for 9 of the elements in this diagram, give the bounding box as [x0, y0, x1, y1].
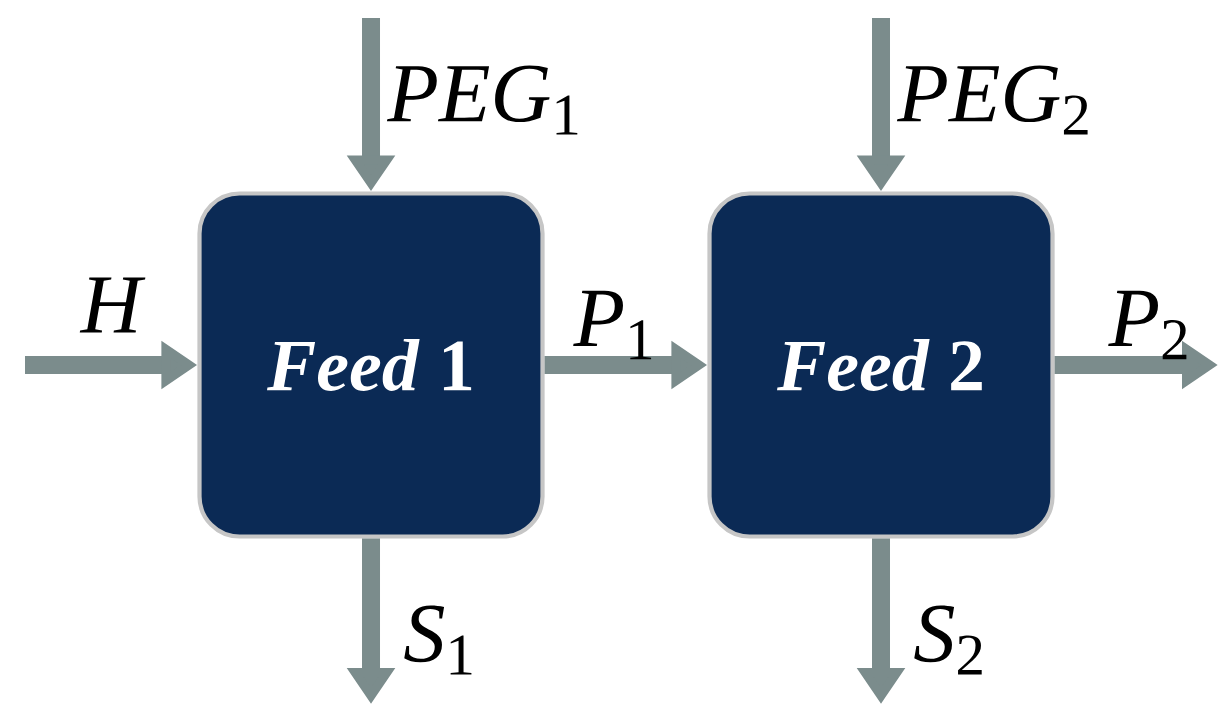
edge-label: S$_{1}$ [404, 605, 472, 675]
edge-label: P$_{1}$ [573, 290, 652, 360]
edge-label: S$_{2}$ [914, 605, 982, 675]
edge-label: PEG$_{1}$ [386, 65, 578, 135]
process-box: Feed 1 [197, 191, 545, 539]
process-box: Feed 2 [707, 191, 1055, 539]
edge-label: PEG$_{2}$ [896, 65, 1088, 135]
edge-label: P$_{2}$ [1108, 290, 1187, 360]
edge-label: H [79, 277, 146, 333]
